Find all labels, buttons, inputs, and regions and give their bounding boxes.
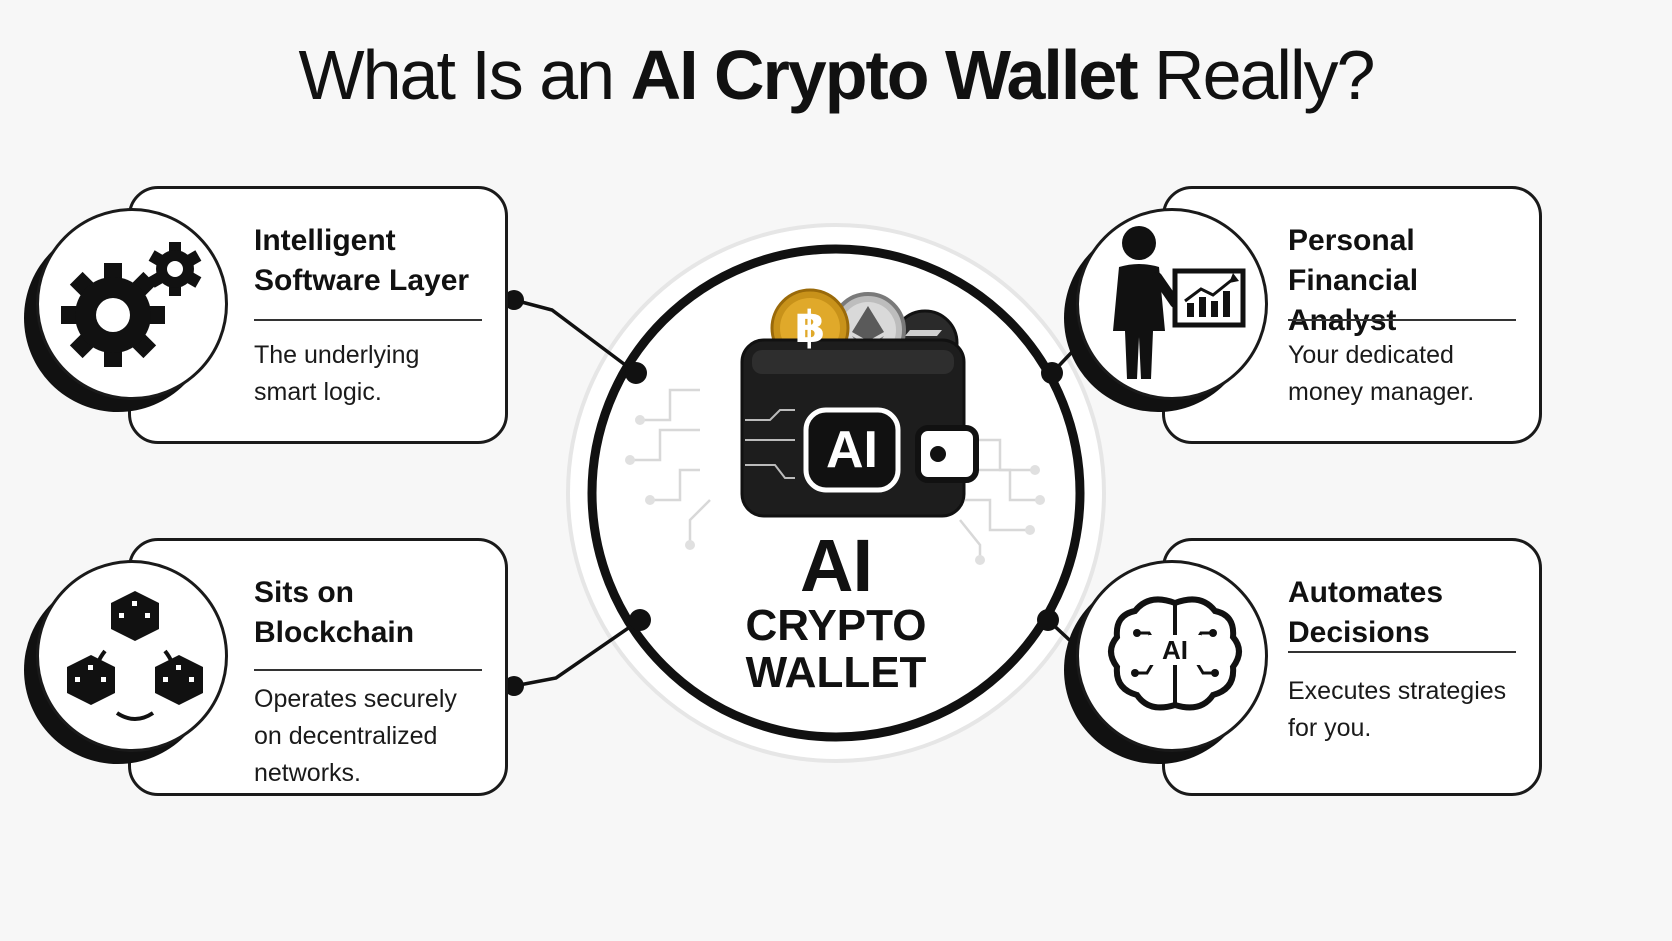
card-description: Executes strategies for you. (1288, 677, 1507, 742)
hub-label-ai: AI (800, 524, 873, 607)
node-blockchain-card (504, 676, 524, 696)
wallet-ai-badge: AI (826, 421, 878, 479)
node-software-card (504, 290, 524, 310)
bitcoin-symbol: ฿ (794, 303, 826, 352)
gears-icon (36, 208, 228, 400)
node-automates-hub (1037, 609, 1059, 631)
card-heading: Automates Decisions (1288, 576, 1444, 649)
card-heading: Personal Financial Analyst (1288, 224, 1419, 337)
hub-label-crypto: CRYPTO (745, 601, 927, 650)
connector-blockchain (513, 618, 641, 688)
card-description: The underlying smart logic. (254, 341, 420, 406)
card-description: Your dedicated money manager. (1288, 341, 1475, 406)
page-title: What Is an AI Crypto Wallet Really? (0, 30, 1672, 120)
divider (254, 319, 482, 321)
node-analyst-hub (1041, 362, 1063, 384)
ai-brain-icon: AI (1076, 560, 1268, 752)
title-emphasis: AI Crypto Wallet (630, 36, 1139, 114)
card-heading: Sits on Blockchain (254, 576, 415, 649)
connector-software (513, 298, 638, 375)
analyst-icon (1076, 208, 1268, 400)
brain-ai-label: AI (1149, 635, 1201, 665)
title-prefix: What Is an (298, 36, 631, 114)
divider (1288, 651, 1516, 653)
card-description: Operates securely on decentralized netwo… (254, 685, 457, 787)
node-software-hub (625, 362, 647, 384)
blockchain-icon (36, 560, 228, 752)
node-blockchain-hub (629, 609, 651, 631)
divider (254, 669, 482, 671)
circuit-traces (630, 388, 1040, 560)
divider (1288, 319, 1516, 321)
hub-label-wallet: WALLET (745, 648, 927, 697)
wallet-icon (740, 338, 979, 518)
title-suffix: Really? (1136, 36, 1375, 114)
card-heading: Intelligent Software Layer (254, 224, 470, 297)
